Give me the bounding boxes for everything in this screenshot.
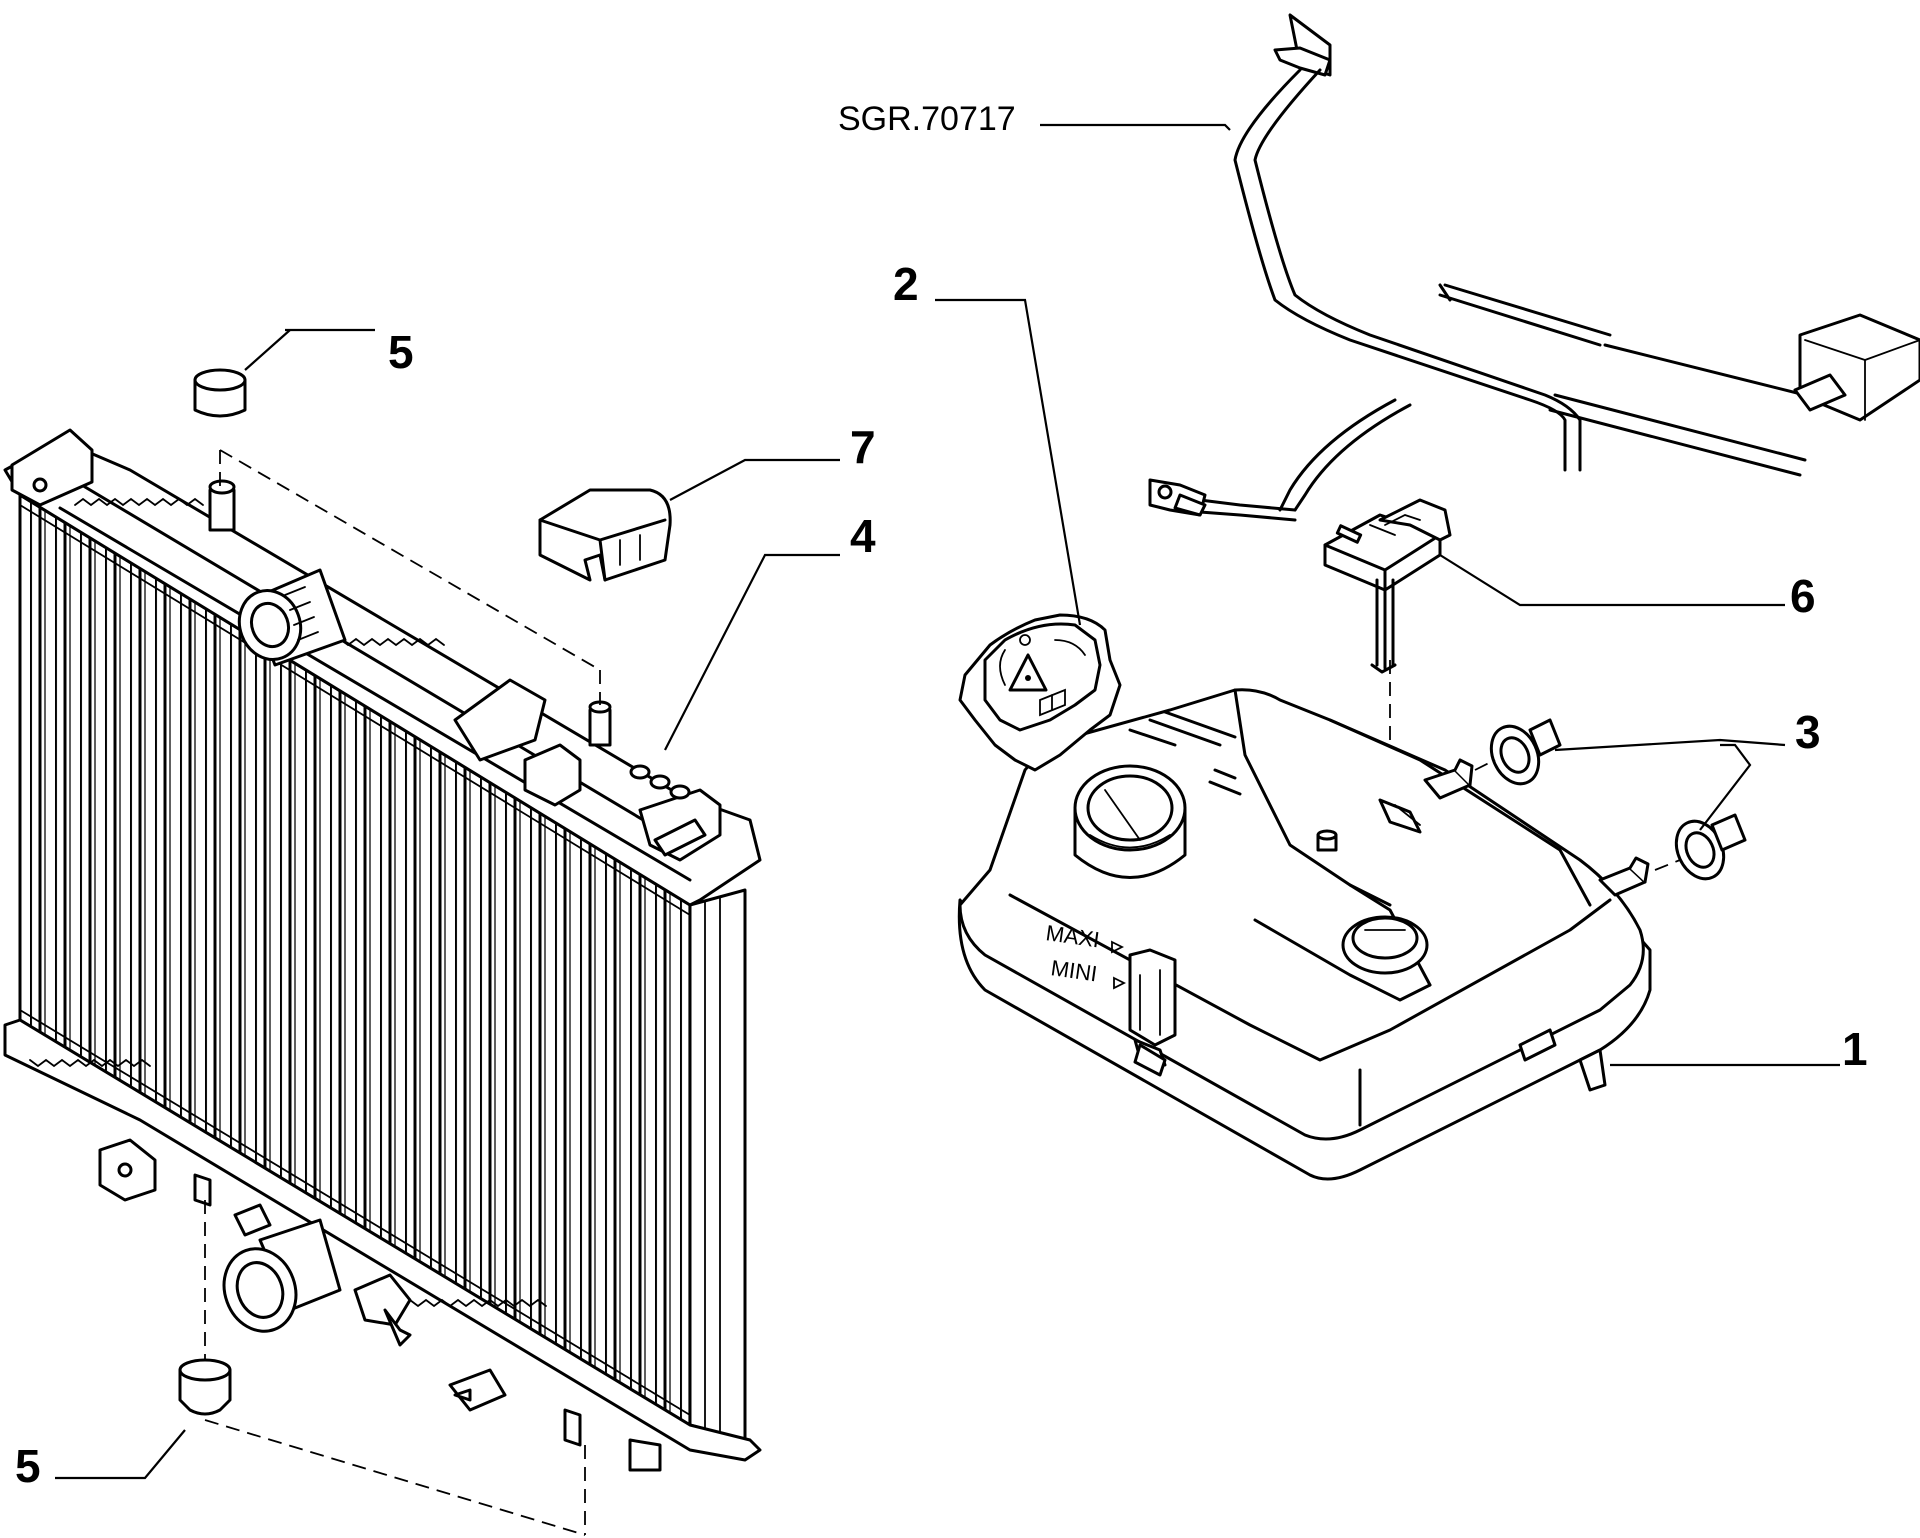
tank-grommet-lower — [1674, 813, 1747, 881]
callout-4: 4 — [850, 510, 876, 562]
leader-lines — [55, 123, 1840, 1480]
callout-5-bottom: 5 — [15, 1440, 41, 1492]
radiator-outlet-neck — [222, 1218, 342, 1333]
radiator — [3, 428, 762, 1472]
harness-reference-code: SGR.70717 — [838, 100, 1016, 138]
radiator-inlet-neck — [237, 568, 347, 667]
callout-3: 3 — [1795, 706, 1821, 758]
level-sensor — [1323, 498, 1452, 674]
rubber-mount-bottom — [178, 1358, 232, 1416]
callout-5-top: 5 — [388, 326, 414, 378]
callout-7: 7 — [850, 421, 876, 473]
wiring-harness — [1148, 13, 1920, 522]
callout-2: 2 — [893, 258, 919, 310]
tank-grommet-upper — [1489, 718, 1562, 786]
radiator-bracket — [538, 488, 672, 582]
expansion-tank: MAXI MINI — [957, 688, 1652, 1181]
min-arrow-icon — [1113, 976, 1127, 990]
rubber-mount-top — [193, 368, 247, 418]
filler-cap — [958, 613, 1122, 772]
max-arrow-icon — [1111, 940, 1125, 954]
callout-6: 6 — [1790, 570, 1816, 622]
callout-1: 1 — [1842, 1023, 1868, 1075]
tank-sensor-boss — [1341, 915, 1429, 975]
tank-filler-neck — [1073, 764, 1187, 879]
